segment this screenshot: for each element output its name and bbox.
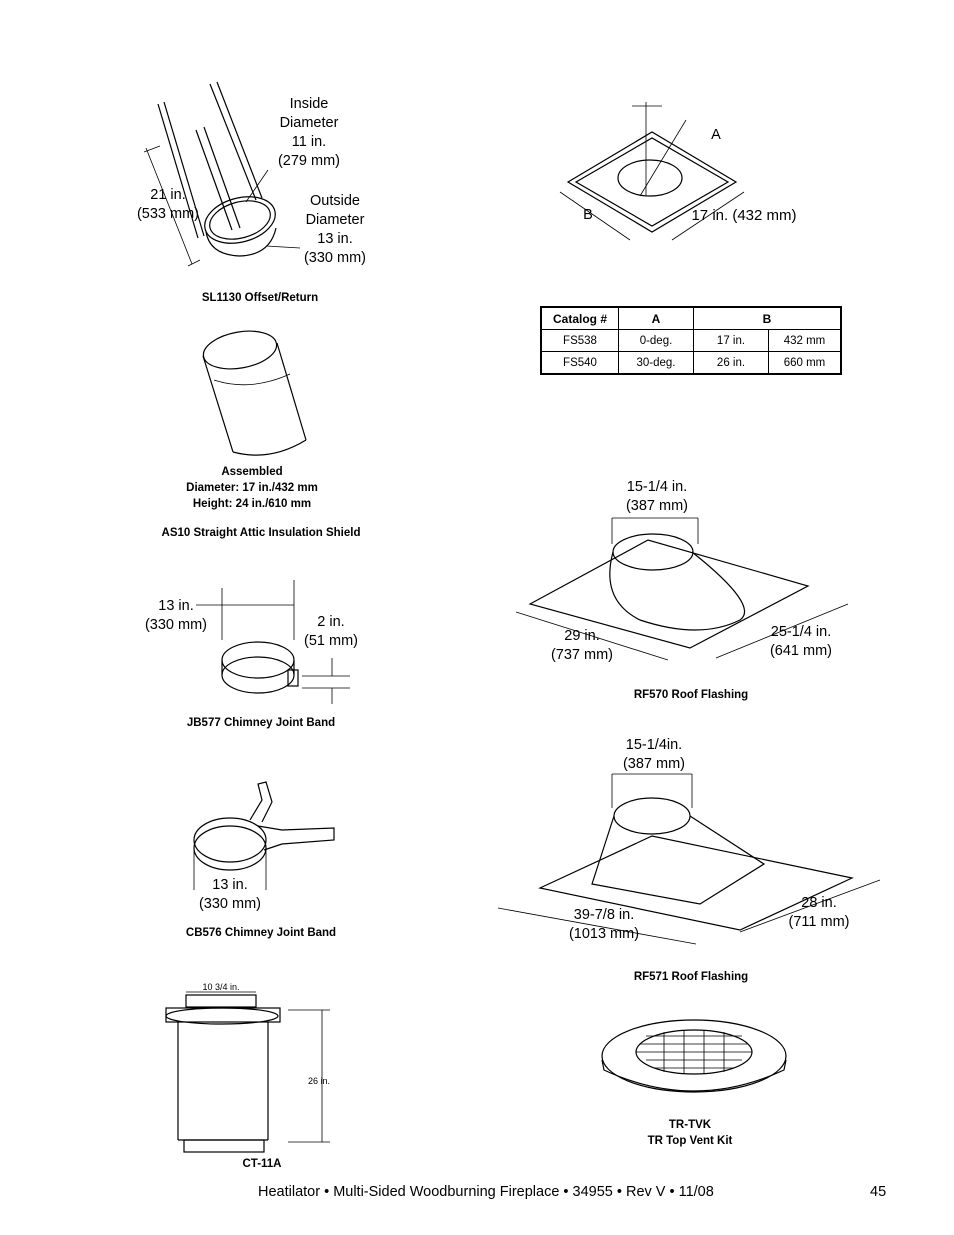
rf570-left-label: 29 in. (737 mm) <box>550 628 614 663</box>
sl1130-caption: SL1130 Offset/Return <box>201 292 319 304</box>
ct11a-width-label: 10 3/4 in. <box>202 982 240 992</box>
table-header-b: B <box>693 306 842 330</box>
cb576-diameter-label: 13 in. <box>212 877 248 893</box>
table-row: FS538 0-deg. 17 in. 432 mm <box>540 329 842 352</box>
table-cell: 30-deg. <box>618 351 694 375</box>
as10-drawing <box>202 330 307 456</box>
fs-size-label: 17 in. (432 mm) <box>691 207 797 224</box>
rf571-drawing <box>497 773 881 945</box>
table-cell: 26 in. <box>693 351 769 375</box>
table-header-catalog: Catalog # <box>540 306 619 330</box>
cb576-drawing <box>193 781 335 890</box>
jb577-caption: JB577 Chimney Joint Band <box>186 717 336 729</box>
catalog-table: Catalog # A B FS538 0-deg. 17 in. 432 mm… <box>540 306 842 375</box>
rf571-top-label: 15-1/4in. (387 mm) <box>622 737 686 772</box>
footer-text: Heatilator • Multi-Sided Woodburning Fir… <box>258 1184 714 1200</box>
jb577-height-label: 2 in. (51 mm) <box>304 614 358 649</box>
jb577-drawing <box>196 580 350 704</box>
table-header-a: A <box>618 306 694 330</box>
ct11a-height-label: 26 in. <box>308 1076 331 1086</box>
cb576-diameter-mm-label: (330 mm) <box>198 896 262 912</box>
ct11a-drawing <box>165 991 330 1153</box>
rf571-right-label: 28 in. (711 mm) <box>788 895 850 930</box>
as10-caption: AS10 Straight Attic Insulation Shield <box>161 527 361 539</box>
table-cell: 660 mm <box>768 351 842 375</box>
rf570-top-label: 15-1/4 in. (387 mm) <box>625 479 689 514</box>
rf570-caption: RF570 Roof Flashing <box>633 689 749 701</box>
table-cell: FS538 <box>540 329 619 352</box>
table-header-row: Catalog # A B <box>540 306 842 330</box>
table-cell: 432 mm <box>768 329 842 352</box>
sl1130-drawing <box>143 81 301 267</box>
page-number: 45 <box>870 1184 887 1200</box>
as10-assembled-spec: Assembled Diameter: 17 in./432 mm Height… <box>186 466 318 510</box>
table-cell: 17 in. <box>693 329 769 352</box>
trtvk-caption: TR-TVK TR Top Vent Kit <box>647 1119 733 1147</box>
fs-label-a: A <box>711 127 721 143</box>
fs-label-b: B <box>583 207 593 223</box>
sl1130-inside-diameter-label: Inside Diameter 11 in. (279 mm) <box>277 96 341 169</box>
jb577-diameter-label: 13 in. (330 mm) <box>144 598 208 633</box>
rf570-right-label: 25-1/4 in. (641 mm) <box>769 624 833 659</box>
rf570-drawing <box>515 517 849 661</box>
ct11a-caption: CT-11A <box>242 1158 282 1170</box>
cb576-caption: CB576 Chimney Joint Band <box>185 927 337 939</box>
rf571-caption: RF571 Roof Flashing <box>633 971 749 983</box>
table-row: FS540 30-deg. 26 in. 660 mm <box>540 351 842 375</box>
sl1130-outside-diameter-label: Outside Diameter 13 in. (330 mm) <box>303 193 367 266</box>
table-cell: FS540 <box>540 351 619 375</box>
sl1130-length-label: 21 in. (533 mm) <box>136 187 200 222</box>
rf571-left-label: 39-7/8 in. (1013 mm) <box>568 907 640 942</box>
trtvk-drawing <box>601 1019 787 1093</box>
fs-firestop-drawing <box>559 102 745 241</box>
table-cell: 0-deg. <box>618 329 694 352</box>
